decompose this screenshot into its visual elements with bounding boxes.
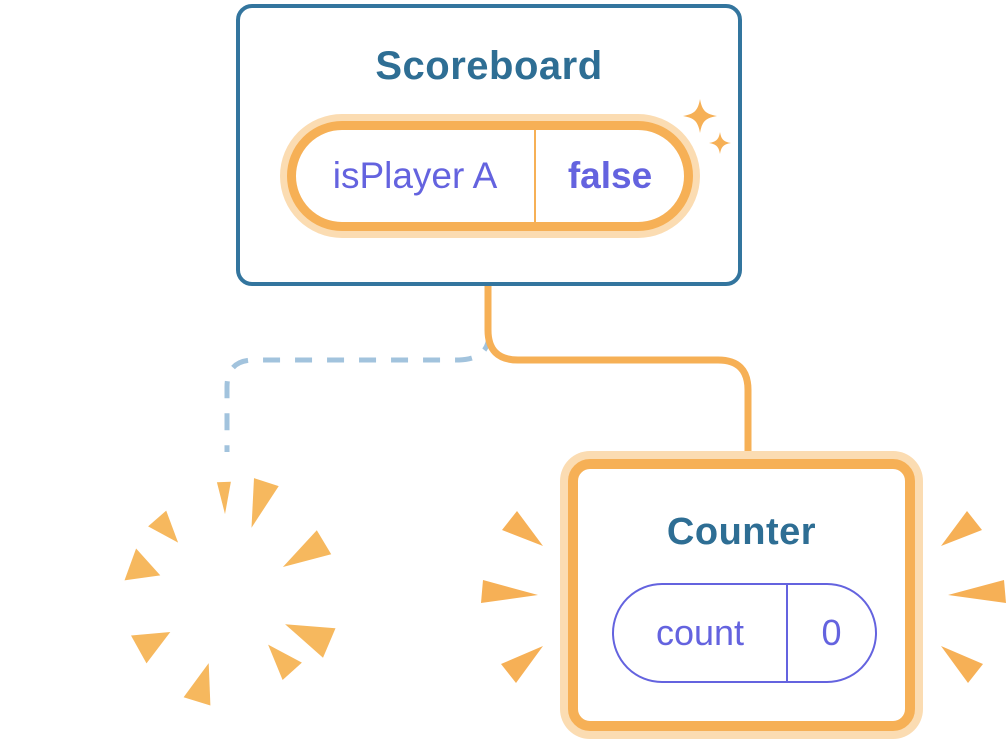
scoreboard-title: Scoreboard <box>375 44 603 88</box>
burst-ray <box>148 510 179 543</box>
scoreboard-card: Scoreboard isPlayer A false <box>236 4 742 286</box>
counter-title: Counter <box>666 511 817 553</box>
state-name: isPlayer A <box>332 155 498 196</box>
burst-ray <box>251 478 279 528</box>
state-name: count <box>655 612 745 653</box>
destroyed-component-card <box>92 464 364 736</box>
burst-ray <box>183 663 211 706</box>
burst-ray <box>216 481 231 515</box>
destroyed-card-burst-icon <box>124 478 336 706</box>
dashed-connector-to-removed-component <box>224 333 492 452</box>
burst-ray <box>285 624 336 658</box>
state-value: 0 <box>821 612 842 653</box>
destroyed-card-body <box>92 464 364 736</box>
counter-state-pill: count 0 <box>612 583 877 683</box>
scoreboard-state-pill: isPlayer A false <box>287 121 693 231</box>
solid-connector-to-counter <box>484 281 752 456</box>
burst-ray <box>124 548 161 581</box>
burst-ray <box>131 632 171 664</box>
counter-card: Counter count 0 <box>568 459 915 731</box>
state-value: false <box>567 155 653 196</box>
pill-divider <box>534 130 536 222</box>
pill-divider <box>786 585 788 681</box>
burst-ray <box>268 644 302 680</box>
burst-ray <box>282 530 332 567</box>
